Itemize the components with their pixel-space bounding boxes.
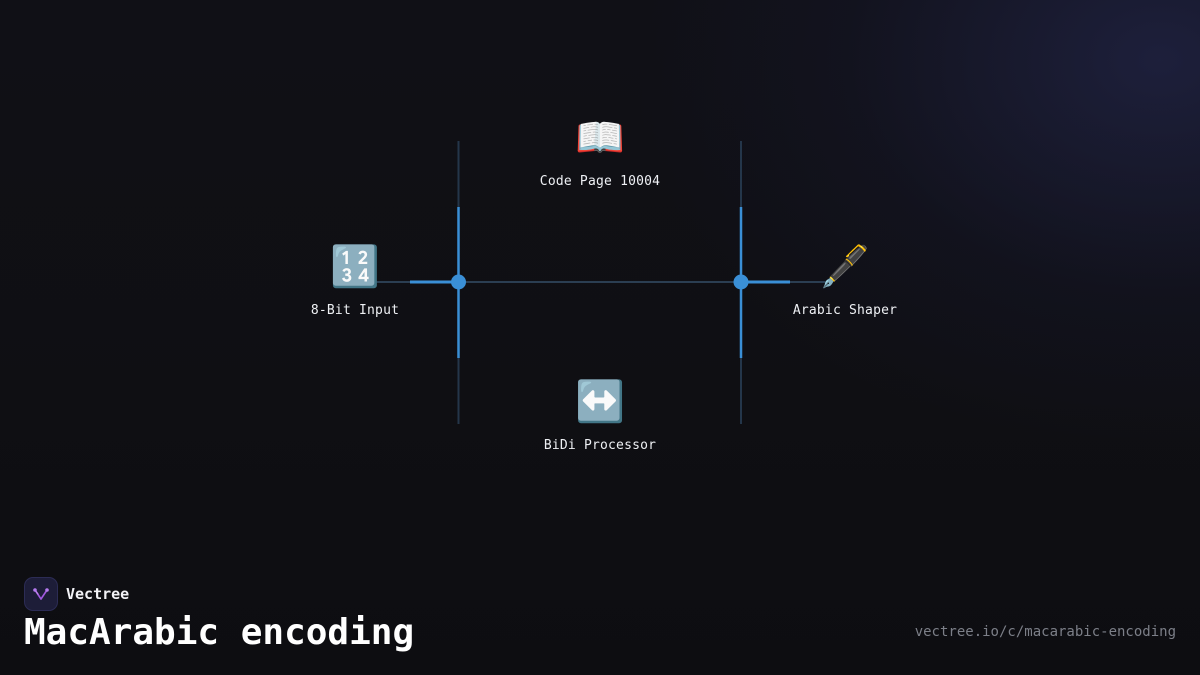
fountain-pen-icon: 🖋️	[820, 244, 870, 290]
vectree-logo-icon	[24, 577, 58, 611]
page-url: vectree.io/c/macarabic-encoding	[914, 624, 1176, 640]
brand: Vectree	[24, 577, 129, 611]
node-arabic-shaper: 🖋️ Arabic Shaper	[745, 243, 945, 318]
node-label: Code Page 10004	[539, 174, 661, 189]
input-numbers-icon: 🔢	[330, 244, 380, 290]
brand-name: Vectree	[66, 585, 130, 603]
node-label: 8-Bit Input	[310, 303, 400, 318]
left-right-arrow-icon: ↔️	[575, 379, 625, 425]
node-label: BiDi Processor	[543, 438, 657, 453]
node-bidi-processor: ↔️ BiDi Processor	[500, 378, 700, 453]
node-label: Arabic Shaper	[792, 303, 898, 318]
node-code-page: 📖 Code Page 10004	[500, 114, 700, 189]
node-8bit-input: 🔢 8-Bit Input	[255, 243, 455, 318]
junction-dot-left	[451, 274, 466, 290]
open-book-icon: 📖	[575, 115, 625, 161]
page-title: MacArabic encoding	[24, 612, 415, 653]
junction-dot-right	[733, 274, 749, 290]
